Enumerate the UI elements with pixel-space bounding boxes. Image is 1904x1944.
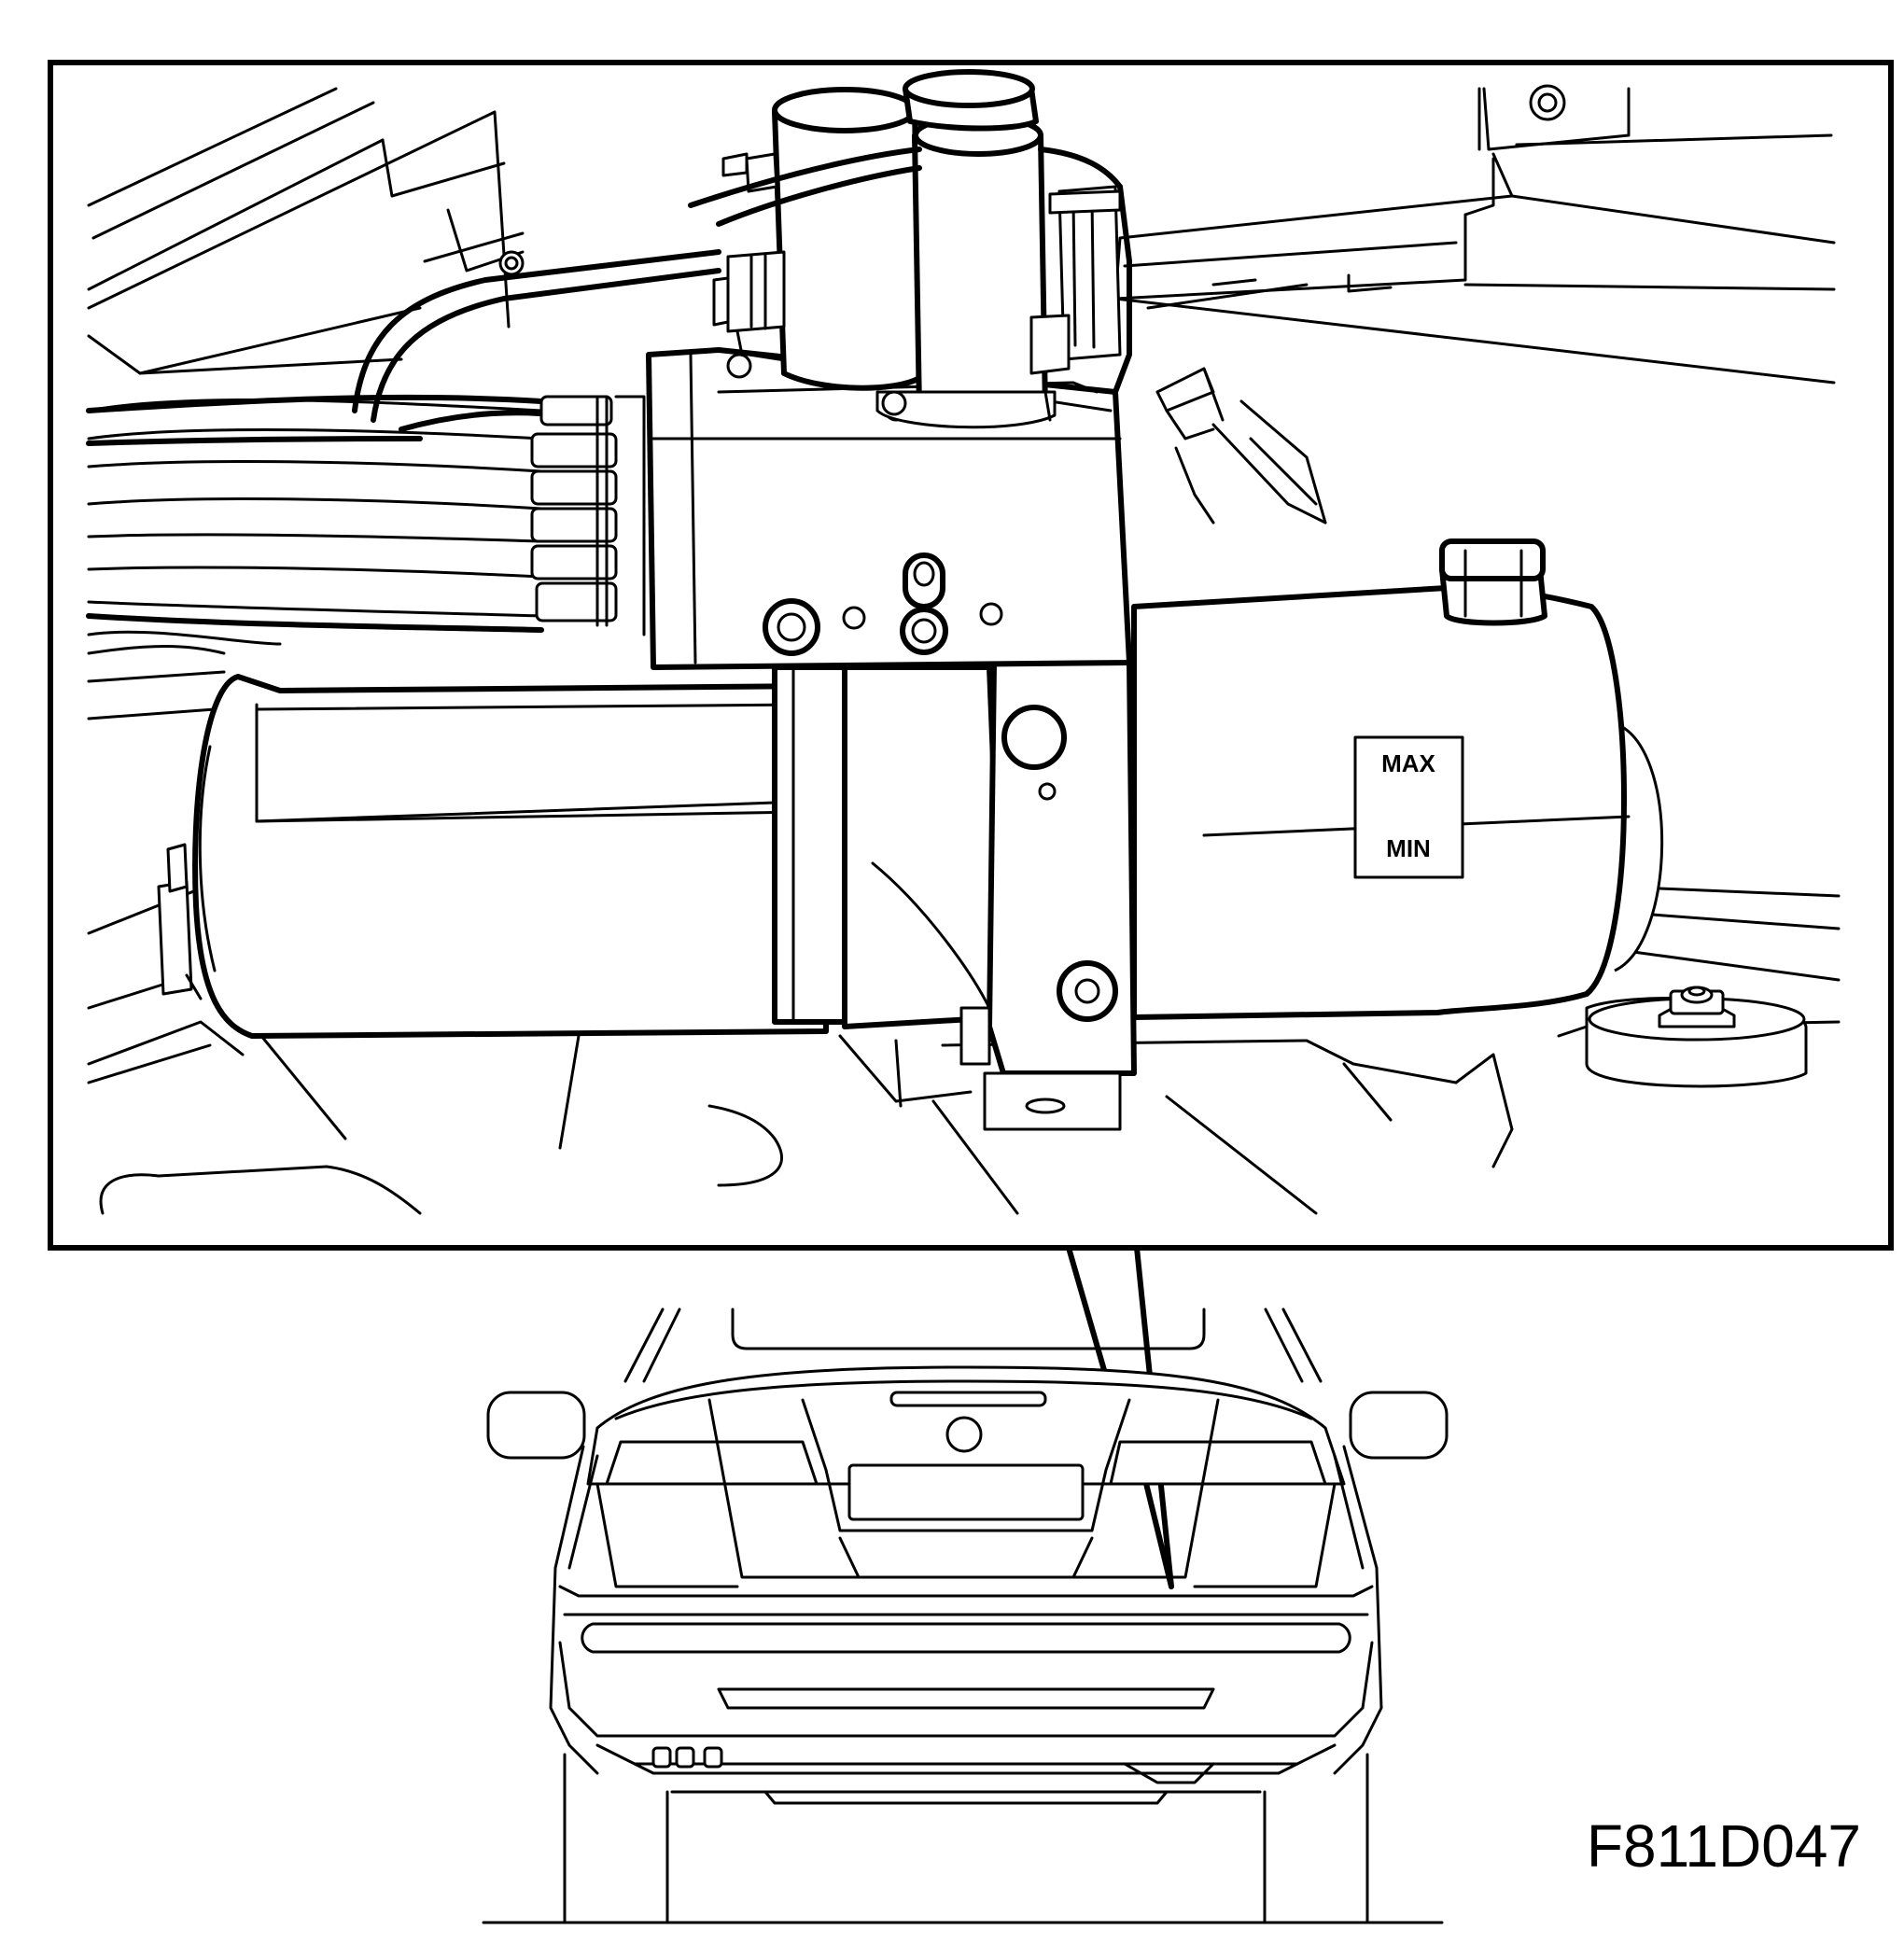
- body-structure-upper-right: [1113, 84, 1836, 524]
- solenoid-valves: [712, 69, 1057, 429]
- rear-mount-nut: [1585, 986, 1808, 1088]
- right-mirror: [1349, 1391, 1449, 1460]
- solenoid-connector: [688, 147, 1132, 422]
- reservoir-filler-cap: [1439, 538, 1547, 626]
- body-structure-upper-left: [87, 87, 525, 375]
- detail-inset-frame: [48, 60, 1894, 1251]
- detail-inset: MAX MIN: [86, 69, 1841, 1215]
- mounting-bracket: [959, 660, 1137, 1131]
- max-level-label: MAX: [1381, 749, 1435, 777]
- license-plate: [847, 1463, 1085, 1521]
- harness-connectors: [530, 395, 646, 636]
- left-mirror: [486, 1391, 586, 1460]
- vehicle-rear-view: [482, 1308, 1449, 1924]
- third-brake-light: [889, 1391, 1047, 1407]
- wiring-harness: [86, 249, 721, 646]
- fluid-level-plate: MAX MIN: [1353, 735, 1464, 879]
- min-level-label: MIN: [1386, 834, 1431, 862]
- figure-code: F811D047: [1587, 1812, 1861, 1880]
- fluid-reservoir: MAX MIN: [1131, 538, 1664, 1020]
- trunk-lock: [945, 1416, 983, 1453]
- pump-motor: [157, 664, 1006, 1039]
